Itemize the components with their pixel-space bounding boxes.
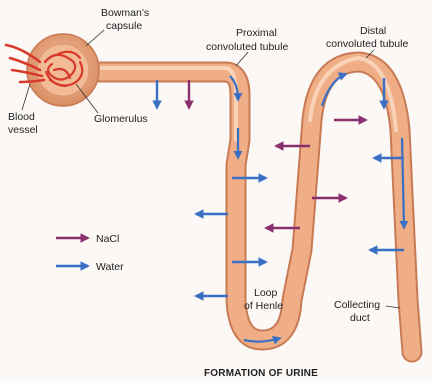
legend: NaCl Water [56, 233, 124, 273]
caption: FORMATION OF URINE [204, 368, 318, 379]
label-collecting-1: Collecting [334, 299, 380, 311]
label-bowmans-capsule-2: capsule [106, 20, 142, 32]
label-distal-2: convoluted tubule [326, 38, 408, 50]
label-proximal-1: Proximal [236, 27, 277, 39]
label-glomerulus: Glomerulus [94, 113, 148, 125]
label-distal-1: Distal [360, 25, 386, 37]
water-arrows [157, 78, 404, 296]
label-proximal-2: convoluted tubule [206, 41, 288, 53]
label-collecting-2: duct [350, 312, 370, 324]
legend-nacl-label: NaCl [96, 233, 119, 245]
label-blood-vessel-2: vessel [8, 124, 38, 136]
nacl-arrows [189, 80, 366, 228]
label-blood-vessel-1: Blood [8, 111, 35, 123]
label-loop-2: of Henle [244, 300, 283, 312]
label-bowmans-capsule-1: Bowman's [101, 7, 149, 19]
legend-water-label: Water [96, 261, 124, 273]
label-loop-1: Loop [254, 287, 278, 299]
